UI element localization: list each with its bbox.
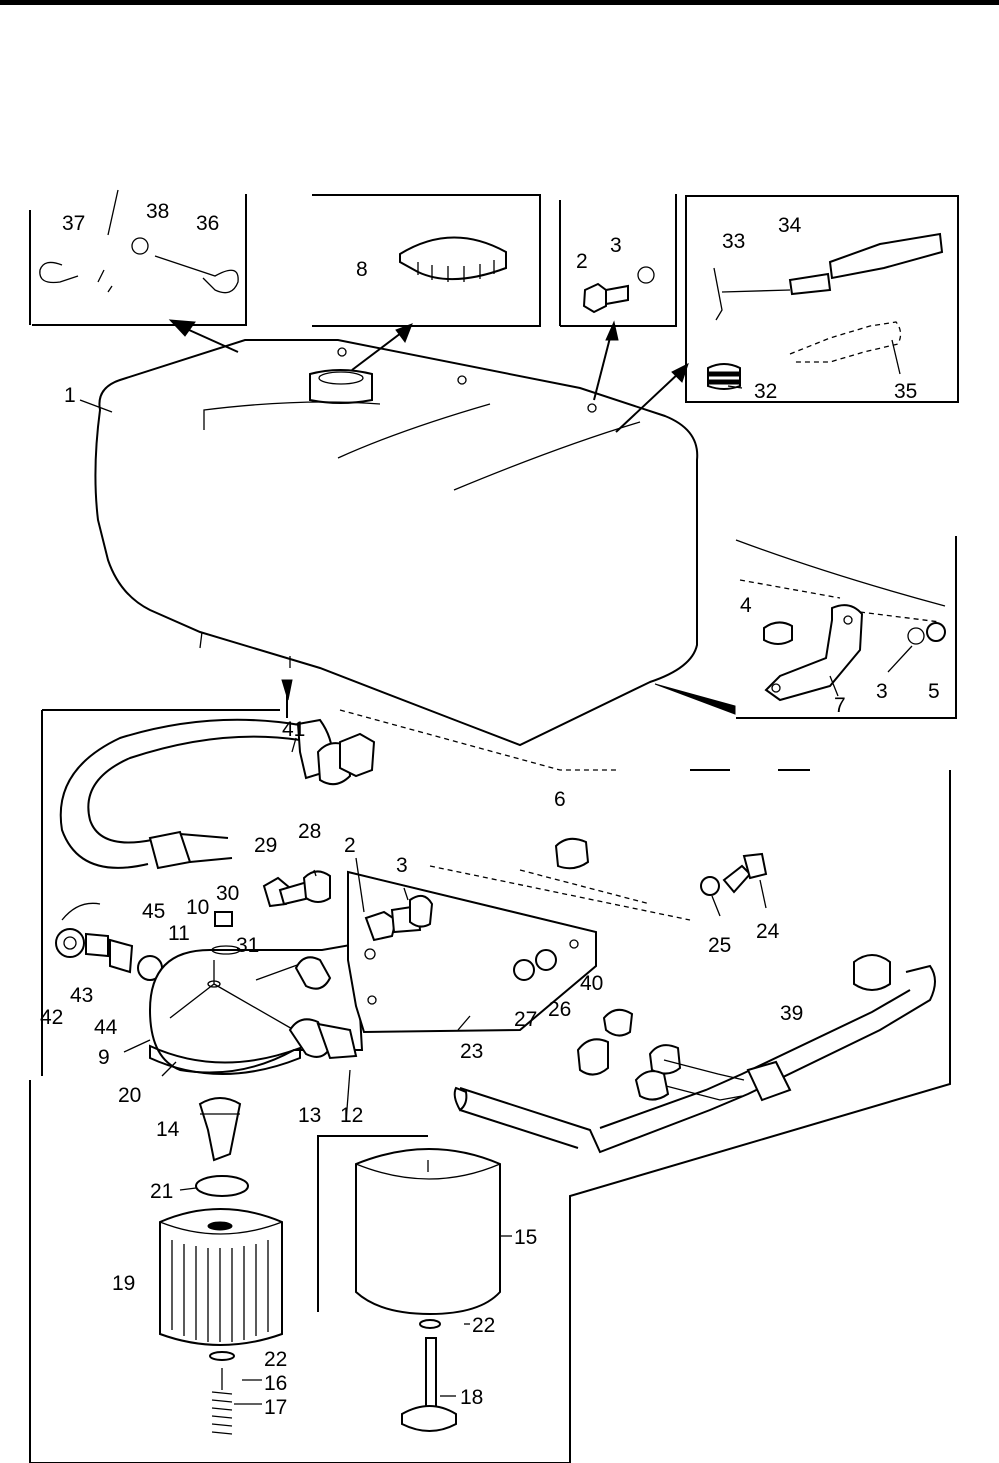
label-25: 25 — [708, 934, 731, 957]
label-43: 43 — [70, 984, 93, 1007]
callout-arrows — [168, 319, 736, 718]
label-2-inset: 2 — [576, 250, 588, 273]
label-14: 14 — [156, 1118, 180, 1141]
label-7: 7 — [834, 694, 846, 717]
label-45: 45 — [142, 900, 165, 923]
label-11: 11 — [168, 922, 190, 945]
label-40: 40 — [580, 972, 603, 995]
label-32: 32 — [754, 380, 777, 403]
label-21: 21 — [150, 1180, 173, 1203]
label-33: 33 — [722, 230, 745, 253]
label-1: 1 — [64, 384, 76, 407]
label-5: 5 — [928, 680, 940, 703]
inset-box-clips — [29, 189, 247, 326]
label-10: 10 — [186, 896, 209, 919]
return-line-39 — [453, 954, 936, 1154]
label-17: 17 — [264, 1396, 287, 1419]
top-rule — [0, 0, 999, 5]
label-4: 4 — [740, 594, 752, 617]
label-42: 42 — [40, 1006, 63, 1029]
fuel-tank — [94, 339, 699, 747]
label-44: 44 — [94, 1016, 118, 1039]
filter-bowl-15 — [317, 1135, 501, 1432]
label-41: 41 — [282, 718, 305, 741]
label-13: 13 — [298, 1104, 321, 1127]
label-39: 39 — [780, 1002, 803, 1025]
inset-bracket — [735, 536, 957, 719]
inset-box-fittings — [685, 195, 959, 403]
label-31: 31 — [236, 934, 259, 957]
label-3-inset: 3 — [610, 234, 622, 257]
part-labels: 37 38 36 8 2 3 33 34 32 35 1 4 3 7 5 41 … — [40, 200, 940, 1419]
label-27: 27 — [514, 1008, 537, 1031]
label-6: 6 — [554, 788, 566, 811]
label-35: 35 — [894, 380, 917, 403]
label-28: 28 — [298, 820, 321, 843]
label-18: 18 — [460, 1386, 483, 1409]
filter-cartridge-19 — [159, 1208, 283, 1346]
label-8: 8 — [356, 258, 368, 281]
label-3-bracket: 3 — [876, 680, 888, 703]
filter-element-14 — [198, 1097, 242, 1162]
label-36: 36 — [196, 212, 219, 235]
leader-lines — [79, 339, 913, 1405]
drain-parts-16-17 — [209, 1351, 235, 1435]
o-ring-21 — [195, 1175, 249, 1197]
label-38: 38 — [146, 200, 169, 223]
label-22-cartridge: 22 — [264, 1348, 287, 1371]
grommet-6 — [554, 837, 590, 870]
label-29: 29 — [254, 834, 277, 857]
label-37: 37 — [62, 212, 85, 235]
inset-box-bolt — [559, 194, 677, 327]
lower-frame — [29, 709, 951, 1463]
bolt-24-25 — [700, 852, 768, 896]
hose-41 — [59, 718, 376, 870]
label-26: 26 — [548, 998, 571, 1021]
label-20: 20 — [118, 1084, 141, 1107]
label-19: 19 — [112, 1272, 135, 1295]
label-9: 9 — [98, 1046, 110, 1069]
label-12: 12 — [340, 1104, 363, 1127]
label-23: 23 — [460, 1040, 483, 1063]
bracket-plate-23 — [347, 865, 691, 1034]
label-2-plate: 2 — [344, 834, 356, 857]
inset-box-filler-cap — [312, 194, 541, 327]
label-3-plate: 3 — [396, 854, 408, 877]
label-16: 16 — [264, 1372, 287, 1395]
label-30: 30 — [216, 882, 239, 905]
label-34: 34 — [778, 214, 802, 237]
label-24: 24 — [756, 920, 780, 943]
filter-head-assembly — [55, 870, 364, 1075]
label-22-bowl: 22 — [472, 1314, 495, 1337]
label-15: 15 — [514, 1226, 537, 1249]
